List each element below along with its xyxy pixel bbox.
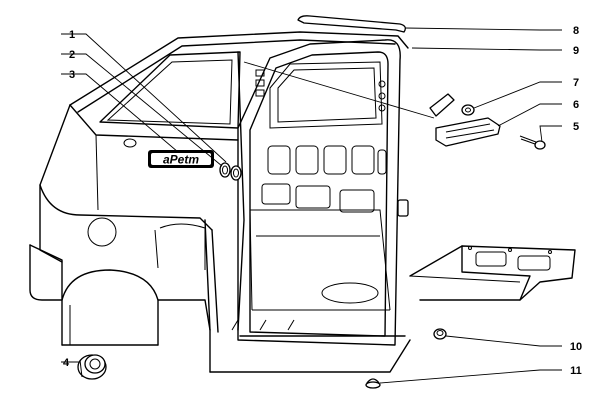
callout-labels: 1 2 3 4 5 6 7 8 9 10 11: [63, 25, 582, 377]
svg-text:7: 7: [573, 77, 579, 89]
svg-text:2: 2: [69, 49, 75, 61]
callout-8: 8: [573, 25, 579, 37]
svg-text:10: 10: [570, 341, 582, 353]
svg-text:1: 1: [69, 29, 75, 41]
cap-nut: [365, 378, 381, 389]
leader-lines: [61, 27, 562, 384]
callout-7: 7: [573, 77, 579, 89]
emblem-rings: [219, 162, 242, 181]
svg-text:3: 3: [69, 69, 75, 81]
svg-text:11: 11: [570, 365, 582, 377]
nut: [461, 104, 475, 116]
cab-body: [29, 31, 411, 373]
screw: [519, 135, 546, 150]
plug: [433, 328, 447, 340]
hinge-bracket: [429, 93, 501, 147]
badge-text: aPetm: [163, 153, 199, 167]
svg-text:8: 8: [573, 25, 579, 37]
callout-2: 2: [69, 49, 75, 61]
grommet: [77, 354, 107, 380]
roof-seal-strip: [297, 15, 406, 33]
svg-text:9: 9: [573, 45, 579, 57]
svg-text:4: 4: [63, 357, 70, 369]
callout-9: 9: [573, 45, 579, 57]
door-frame: [237, 39, 409, 346]
callout-5: 5: [573, 121, 579, 133]
callout-4: 4: [63, 357, 70, 369]
callout-11: 11: [570, 365, 582, 377]
badge-plate: aPetm: [148, 150, 214, 168]
svg-text:5: 5: [573, 121, 579, 133]
callout-10: 10: [570, 341, 582, 353]
callout-3: 3: [69, 69, 75, 81]
rear-platform: [409, 245, 576, 301]
callout-1: 1: [69, 29, 75, 41]
svg-text:6: 6: [573, 99, 579, 111]
callout-6: 6: [573, 99, 579, 111]
